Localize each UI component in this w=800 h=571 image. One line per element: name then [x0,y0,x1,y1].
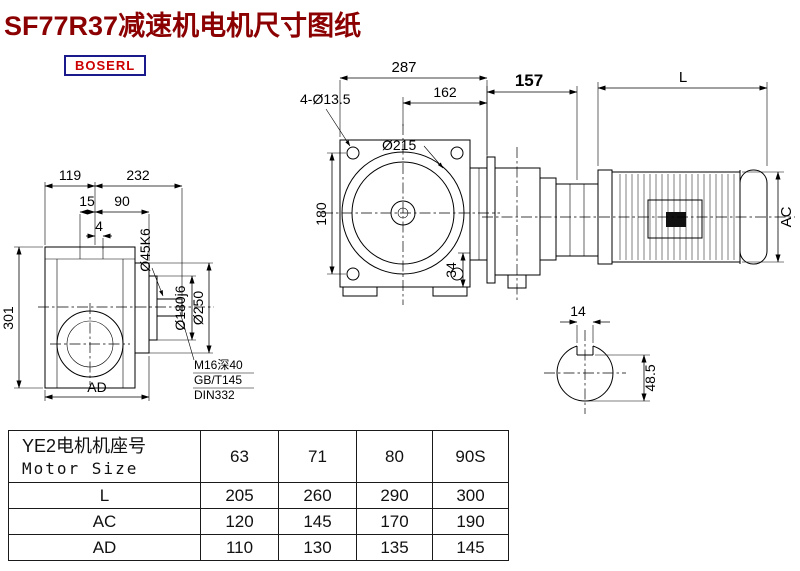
output-shaft-side [156,298,183,317]
page-title: SF77R37减速机电机尺寸图纸 [4,11,362,41]
keyway-cutout [577,340,593,355]
header-en: Motor Size [22,458,139,478]
dim-90: 90 [114,193,130,209]
dim-157: 157 [515,71,543,90]
header-cn: YE2电机机座号 [22,435,147,456]
header-motor-size: YE2电机机座号 Motor Size [8,430,201,483]
note-gb-standard: GB/T145 [194,373,242,387]
size-column-71: 71 [278,430,357,483]
foot-left [342,286,378,297]
cell-AC-90s: 190 [432,508,509,535]
shaft-section-view: 14 48.5 [544,303,658,414]
side-view: 119 232 15 90 4 301 [0,167,254,402]
bearing-housing [555,183,599,257]
dim-flange-diameter: Ø250 [190,291,206,325]
dim-shaft-diameter: Ø45K6 [137,228,153,272]
dim-215: Ø215 [382,137,416,153]
cell-AC-80: 170 [356,508,433,535]
note-thread: M16深40 [194,358,243,372]
dim-15: 15 [79,193,95,209]
nameplate-mark [666,212,686,227]
size-column-80: 80 [356,430,433,483]
dim-48-5: 48.5 [642,364,658,391]
spigot-side [148,275,158,341]
motor-size-table: YE2电机机座号 Motor Size 63 71 80 90S L 205 2… [8,430,509,561]
dim-4: 4 [95,218,103,234]
size-column-90s: 90S [432,430,509,483]
dim-180: 180 [313,202,329,226]
dim-301: 301 [0,306,16,330]
gearbox-flange-edge [486,156,496,284]
cell-L-71: 260 [278,482,357,509]
input-adapter [539,177,557,261]
bolt-hole [450,146,464,160]
row-label-L: L [8,482,201,509]
table-header-row: YE2电机机座号 Motor Size 63 71 80 90S [8,430,509,483]
dim-34: 34 [443,262,459,278]
note-din-standard: DIN332 [194,388,235,402]
table-row-AD: AD 110 130 135 145 [8,534,509,561]
cell-AC-63: 120 [200,508,279,535]
front-view: 287 162 4-Ø13.5 Ø215 180 34 [300,59,500,305]
dim-14: 14 [570,303,586,319]
dim-L: L [679,69,687,86]
foot-right [432,286,468,297]
bolt-hole [346,146,360,160]
row-label-AD: AD [8,534,201,561]
size-column-63: 63 [200,430,279,483]
dim-232: 232 [126,167,150,183]
cell-L-63: 205 [200,482,279,509]
table-row-AC: AC 120 145 170 190 [8,508,509,535]
dim-AC: AC [778,206,795,227]
cell-L-90s: 300 [432,482,509,509]
dim-119: 119 [59,167,82,183]
cell-AD-63: 110 [200,534,279,561]
gearbox-body-side [494,167,541,276]
row-label-AC: AC [8,508,201,535]
motor-view: 157 L AC [482,69,795,300]
dim-287: 287 [391,59,416,76]
cell-AC-71: 145 [278,508,357,535]
dim-162: 162 [433,84,457,100]
boserl-logo: BOSERL [64,55,147,76]
table-row-L: L 205 260 290 300 [8,482,509,509]
cell-AD-80: 135 [356,534,433,561]
side-tab [469,167,488,261]
cell-L-80: 290 [356,482,433,509]
output-flange-side [134,262,150,354]
dim-spigot-diameter: Ø180j6 [172,285,188,330]
dim-bolt-holes: 4-Ø13.5 [300,91,351,107]
motor-nameplate [647,199,703,239]
dim-AD: AD [87,379,106,395]
cell-AD-90s: 145 [432,534,509,561]
bolt-hole [346,267,360,281]
cell-AD-71: 130 [278,534,357,561]
